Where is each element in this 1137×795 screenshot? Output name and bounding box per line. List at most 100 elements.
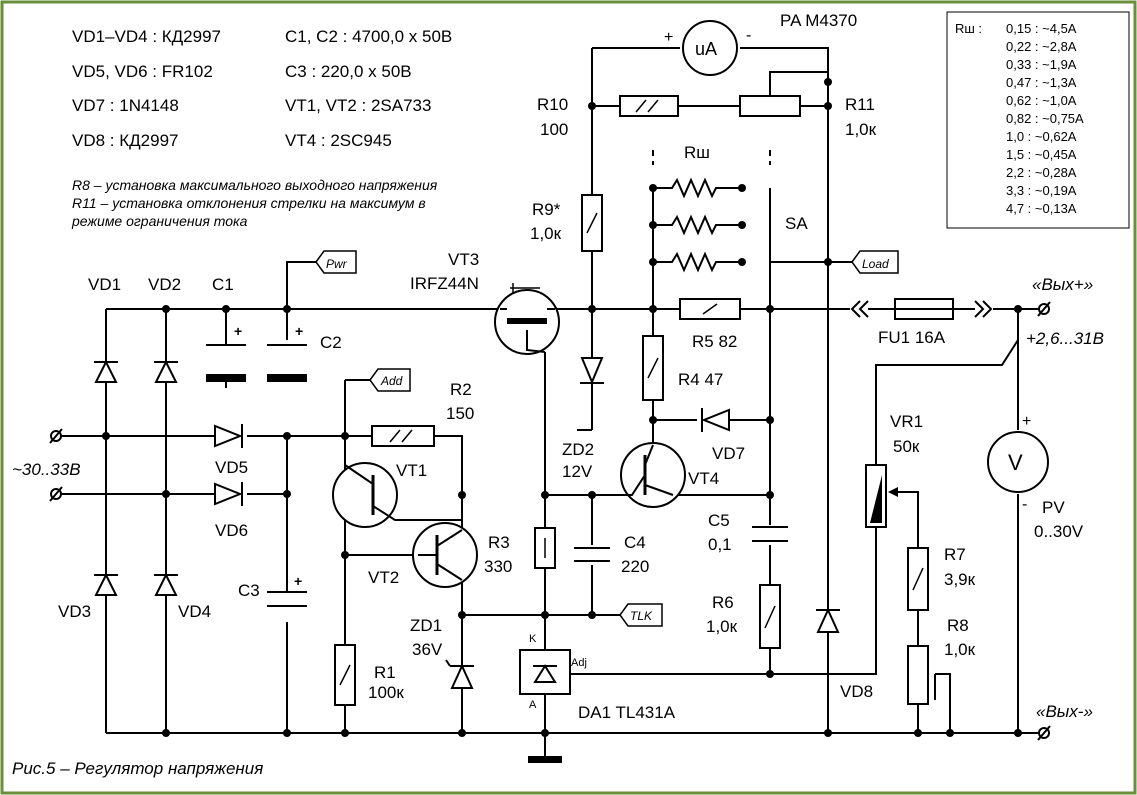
parts-list-item: VD5, VD6 : FR102 bbox=[72, 62, 213, 81]
resistor-r9 bbox=[581, 194, 603, 252]
tag-tlk: TLK bbox=[619, 603, 663, 627]
label-vd2: VD2 bbox=[148, 275, 181, 294]
capacitor-c2: + bbox=[267, 323, 307, 382]
shunt-row: 2,2 : ~0,28A bbox=[1006, 165, 1077, 180]
label-zd1: ZD1 bbox=[410, 616, 442, 635]
label-pv-range: 0..30V bbox=[1034, 522, 1084, 541]
diode-vd5 bbox=[214, 424, 243, 448]
label-vd7: VD7 bbox=[712, 444, 745, 463]
shunt-resistors bbox=[652, 150, 771, 273]
fuse-fu1 bbox=[850, 298, 993, 320]
label-da1-k: K bbox=[529, 633, 537, 645]
note-line: R8 – установка максимального выходного н… bbox=[72, 177, 438, 193]
label-c4-value: 220 bbox=[621, 557, 649, 576]
resistor-r3 bbox=[534, 527, 556, 569]
capacitor-c1: + bbox=[206, 323, 246, 388]
tag-add-label: Add bbox=[380, 374, 403, 388]
resistor-r7 bbox=[907, 547, 929, 611]
diode-vd4 bbox=[154, 572, 178, 596]
label-rsh: Rш bbox=[684, 143, 710, 162]
note-line: режиме ограничения тока bbox=[71, 213, 248, 229]
resistor-r2 bbox=[371, 425, 435, 447]
microammeter-pa bbox=[682, 20, 738, 76]
label-r10: R10 bbox=[537, 95, 568, 114]
label-r3: R3 bbox=[488, 533, 510, 552]
label-vt3-type: IRFZ44N bbox=[410, 274, 479, 293]
shunt-table-box bbox=[946, 11, 1130, 229]
label-vr1: VR1 bbox=[890, 412, 923, 431]
label-pa-plus: + bbox=[664, 29, 673, 46]
zener-zd2 bbox=[580, 357, 604, 385]
label-c4: C4 bbox=[624, 533, 646, 552]
label-zd2: ZD2 bbox=[562, 440, 594, 459]
svg-text:+: + bbox=[294, 573, 302, 589]
label-r8: R8 bbox=[947, 616, 969, 635]
diode-vd3 bbox=[94, 572, 118, 596]
label-da1-a: A bbox=[529, 699, 537, 711]
label-zd2-value: 12V bbox=[562, 462, 593, 481]
zener-zd1 bbox=[445, 659, 474, 689]
label-r10-value: 100 bbox=[540, 120, 568, 139]
label-output-range: +2,6...31В bbox=[1026, 329, 1104, 348]
figure-caption: Рис.5 – Регулятор напряжения bbox=[12, 759, 263, 778]
label-c3: C3 bbox=[238, 581, 260, 600]
parts-list-item: VD7 : 1N4148 bbox=[72, 96, 179, 115]
tag-load-label: Load bbox=[862, 257, 889, 271]
label-vd5: VD5 bbox=[215, 458, 248, 477]
label-vd3: VD3 bbox=[58, 602, 91, 621]
transistor-vt4 bbox=[620, 442, 686, 508]
capacitor-c4 bbox=[574, 547, 610, 562]
resistor-r6 bbox=[759, 584, 781, 649]
label-vd8: VD8 bbox=[840, 682, 873, 701]
label-c1: C1 bbox=[212, 275, 234, 294]
resistor-r4 bbox=[642, 335, 664, 401]
tag-load: Load bbox=[851, 250, 899, 274]
label-vd1: VD1 bbox=[88, 275, 121, 294]
label-r1: R1 bbox=[374, 663, 396, 682]
label-r6: R6 bbox=[712, 593, 734, 612]
voltmeter-pv bbox=[987, 431, 1049, 493]
parts-list-item: VD8 : КД2997 bbox=[72, 131, 178, 150]
shunt-row: 3,3 : ~0,19A bbox=[1006, 183, 1077, 198]
shunt-row: 1,0 : ~0,62A bbox=[1006, 129, 1077, 144]
tag-tlk-label: TLK bbox=[630, 609, 653, 623]
label-r2: R2 bbox=[450, 380, 472, 399]
label-vt1: VT1 bbox=[396, 461, 427, 480]
label-c2: C2 bbox=[320, 333, 342, 352]
label-sa: SA bbox=[785, 214, 808, 233]
label-pa: PA M4370 bbox=[780, 11, 857, 30]
shunt-row: 4,7 : ~0,13A bbox=[1006, 201, 1077, 216]
label-da1-adj: Adj bbox=[571, 657, 587, 669]
transistor-vt2 bbox=[412, 522, 478, 588]
diode-vd7 bbox=[701, 408, 730, 432]
resistor-r11 bbox=[739, 95, 801, 117]
shunt-row: 0,82 : ~0,75A bbox=[1006, 111, 1084, 126]
svg-text:+: + bbox=[234, 323, 242, 339]
output-terminals bbox=[1037, 301, 1051, 741]
label-vd6: VD6 bbox=[215, 521, 248, 540]
ground-symbol bbox=[528, 733, 562, 763]
shunt-row: 0,15 : ~4,5A bbox=[1006, 21, 1077, 36]
label-r3-value: 330 bbox=[484, 557, 512, 576]
label-pv: PV bbox=[1042, 498, 1065, 517]
label-zd1-value: 36V bbox=[412, 640, 443, 659]
tag-pwr: Pwr bbox=[315, 250, 357, 274]
parts-list: VD1–VD4 : КД2997 VD5, VD6 : FR102 VD7 : … bbox=[72, 27, 452, 150]
resistor-r8 bbox=[907, 645, 936, 705]
label-r7: R7 bbox=[944, 545, 966, 564]
parts-list-item: VT1, VT2 : 2SA733 bbox=[285, 96, 431, 115]
label-c5: C5 bbox=[708, 511, 730, 530]
resistor-r10 bbox=[619, 95, 679, 117]
diode-vd2 bbox=[154, 359, 178, 383]
label-r2-value: 150 bbox=[446, 404, 474, 423]
shunt-row: 1,5 : ~0,45A bbox=[1006, 147, 1077, 162]
label-vt4: VT4 bbox=[688, 469, 719, 488]
diode-vd8 bbox=[816, 607, 840, 633]
component-labels: VD1 VD2 C1 C2 VD3 VD4 VD5 VD6 C3 VT1 VT2… bbox=[12, 11, 1104, 722]
wires bbox=[58, 47, 1040, 734]
resistor-r5 bbox=[679, 298, 741, 320]
label-vr1-value: 50к bbox=[893, 437, 920, 456]
